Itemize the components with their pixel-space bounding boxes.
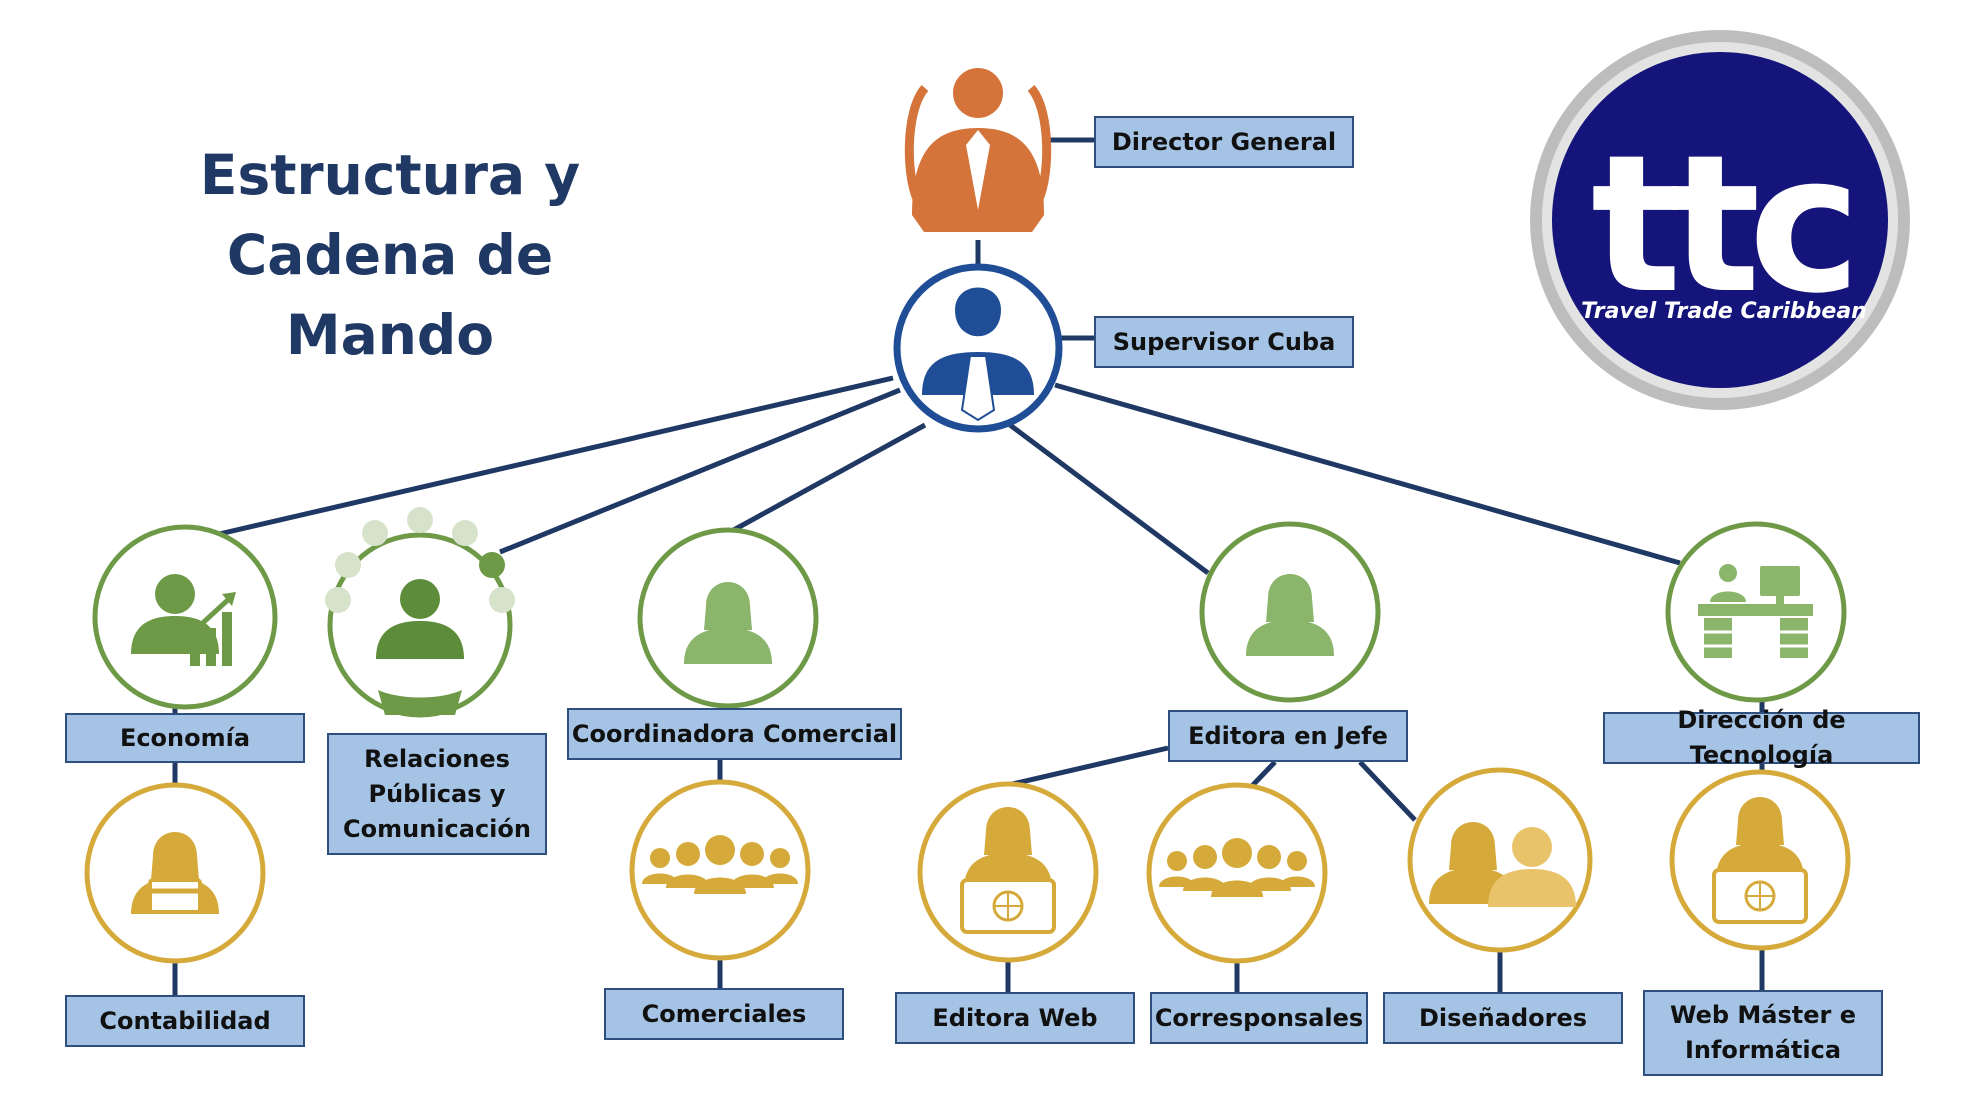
- economia-icon: [92, 524, 278, 710]
- tecnologia-icon: [1665, 521, 1847, 703]
- coordinadora-comercial-box: Coordinadora Comercial: [567, 708, 902, 760]
- connector-line: [1358, 760, 1417, 822]
- page-title-line-2: Cadena de Mando: [226, 223, 554, 367]
- page-title: Estructura y Cadena de Mando: [120, 135, 660, 375]
- web-master-box: Web Máster e Informática: [1643, 990, 1883, 1076]
- role-icons: [84, 68, 1851, 964]
- editora-jefe-icon: [1199, 521, 1381, 703]
- contabilidad-icon: [84, 782, 266, 964]
- supervisor-icon: [893, 263, 1063, 433]
- contabilidad-box: Contabilidad: [65, 995, 305, 1047]
- comerciales-box: Comerciales: [604, 988, 844, 1040]
- ttc-logo-tagline: Travel Trade Caribbean: [1581, 299, 1867, 324]
- disenadores-box: Diseñadores: [1383, 992, 1623, 1044]
- corresponsales-box: Corresponsales: [1150, 992, 1368, 1044]
- supervisor-cuba-box: Supervisor Cuba: [1094, 316, 1354, 368]
- direccion-tecnologia-box: Dirección de Tecnología: [1603, 706, 1920, 769]
- coordinadora-icon: [637, 527, 819, 709]
- ttc-logo: ttc Travel Trade Caribbean: [1530, 30, 1910, 410]
- connector-line: [1248, 760, 1277, 790]
- connector-line: [499, 387, 901, 555]
- webmaster-icon: [1669, 769, 1851, 951]
- corresponsales-icon: [1146, 782, 1328, 964]
- comerciales-icon: [629, 779, 811, 961]
- director-general-box: Director General: [1094, 116, 1354, 168]
- disenadores-icon: [1407, 767, 1593, 953]
- editora-web-icon: [917, 781, 1099, 963]
- connector-line: [1054, 382, 1681, 566]
- relaciones-icon: [325, 507, 515, 718]
- connector-line: [214, 375, 894, 538]
- director-icon: [904, 68, 1052, 232]
- editora-web-box: Editora Web: [895, 992, 1135, 1044]
- economia-box: Economía: [65, 713, 305, 763]
- connector-line: [1008, 422, 1210, 576]
- ttc-logo-mark: ttc: [1591, 114, 1849, 335]
- relaciones-publicas-box: Relaciones Públicas y Comunicación: [327, 733, 547, 855]
- connector-line: [1007, 745, 1169, 788]
- page-title-line-1: Estructura y: [199, 143, 581, 207]
- connector-line: [728, 422, 927, 535]
- editora-en-jefe-box: Editora en Jefe: [1168, 710, 1408, 762]
- connector-lines: [172, 137, 1765, 995]
